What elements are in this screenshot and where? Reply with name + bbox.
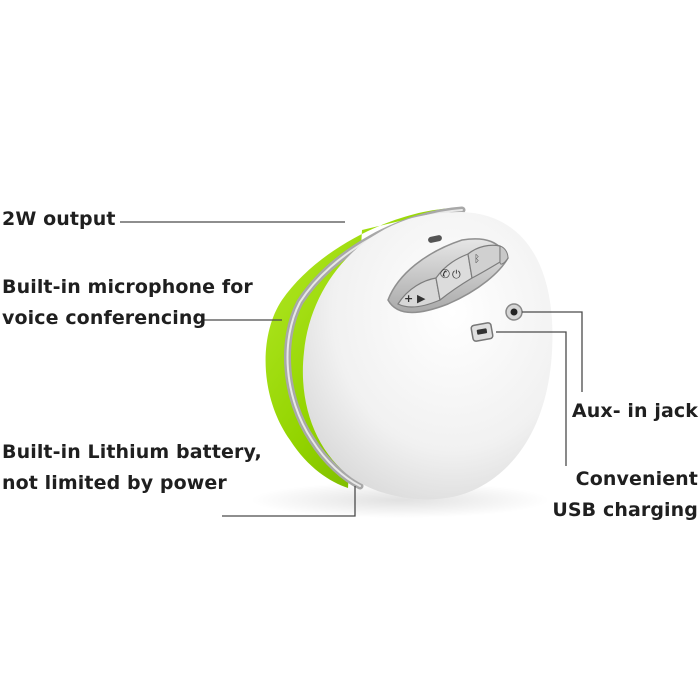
power-icon: ⏻: [452, 268, 461, 281]
annotation-2w-output: 2W output: [2, 208, 116, 230]
annotation-aux-jack: Aux- in jack: [571, 400, 698, 422]
leader-lines: [120, 221, 583, 517]
speaker-white-body: [302, 212, 553, 500]
microphone-slot: [428, 235, 442, 243]
phone-icon: ✆: [440, 267, 450, 281]
speaker-shadow: [250, 482, 550, 518]
annotation-microphone: Built-in microphone for voice conferenci…: [2, 276, 253, 329]
bluetooth-icon: ᛒ: [474, 254, 480, 265]
annotation-battery: Built-in Lithium battery, not limited by…: [2, 441, 262, 494]
buttons: [397, 244, 509, 308]
play-volume-icon: + ▶: [404, 292, 426, 305]
annotation-usb-charging: Convenient USB charging: [552, 468, 698, 521]
